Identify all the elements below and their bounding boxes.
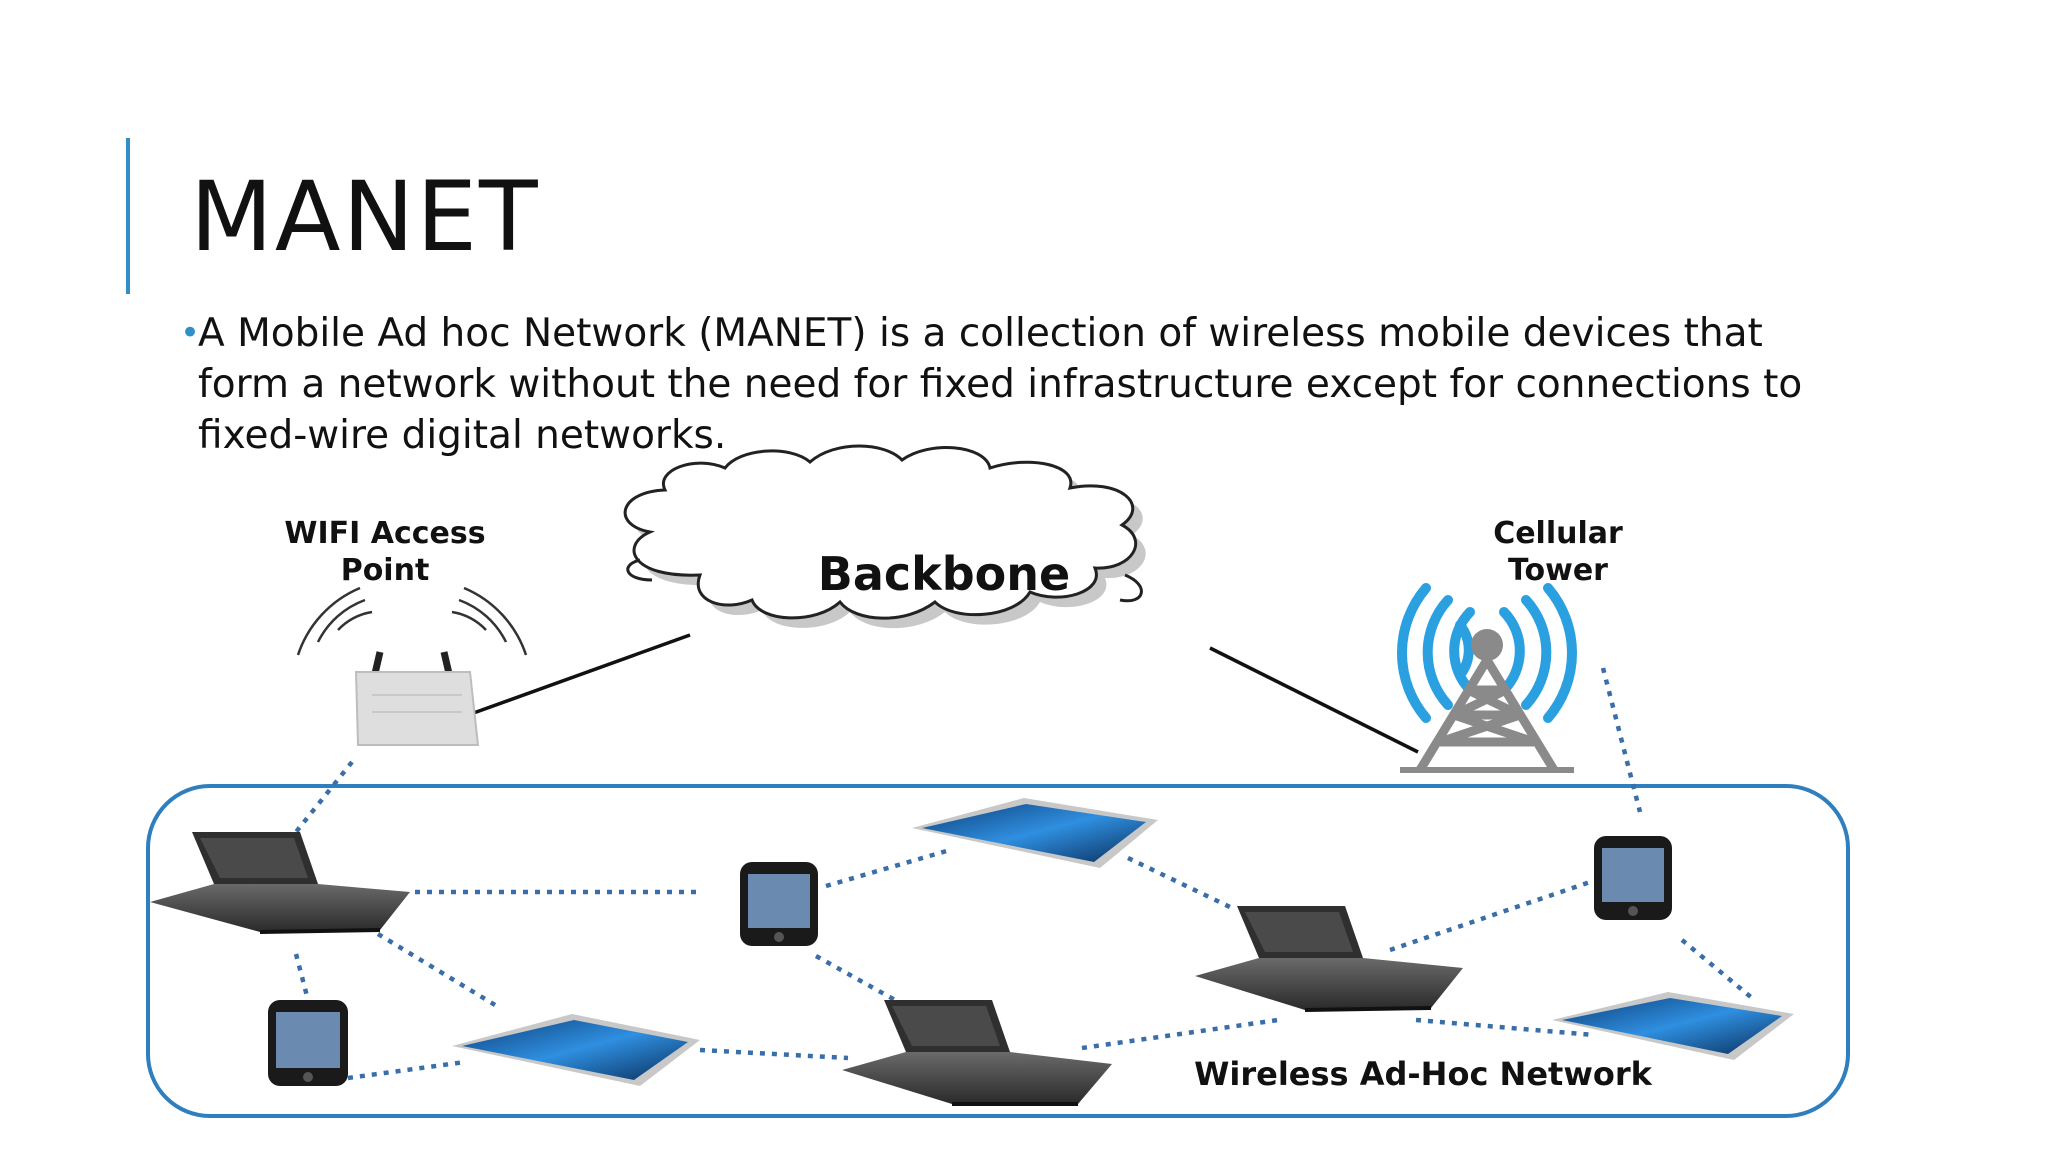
- laptop-icon-2: [842, 1000, 1112, 1106]
- network-label: Wireless Ad-Hoc Network: [1194, 1055, 1653, 1093]
- cellular-label-line2: Tower: [1508, 553, 1608, 588]
- wifi-label-line1: WIFI Access: [284, 516, 485, 551]
- tablet-icon-3: [1552, 992, 1794, 1060]
- wifi-access-point-icon: [296, 586, 528, 746]
- cellular-tower-icon: [1397, 583, 1577, 773]
- tablet-icon-1: [912, 798, 1158, 868]
- cellular-label-line1: Cellular: [1493, 516, 1623, 551]
- smartphone-icon-2: [740, 862, 818, 946]
- wifi-label-line2: Point: [341, 553, 430, 588]
- laptop-icon-3: [1195, 906, 1463, 1012]
- bullet-text: • A Mobile Ad hoc Network (MANET) is a c…: [180, 308, 1838, 461]
- bullet-content: A Mobile Ad hoc Network (MANET) is a col…: [198, 311, 1803, 458]
- slide-title: MANET: [190, 161, 540, 273]
- laptop-icon-1: [150, 832, 410, 934]
- title-accent-bar: [126, 138, 130, 294]
- wireless-links: [293, 667, 1754, 1081]
- cellular-backbone-link: [1209, 646, 1419, 754]
- tablet-icon-2: [452, 1014, 700, 1086]
- smartphone-icon-3: [1594, 836, 1672, 920]
- bullet-dot-icon: •: [180, 313, 201, 353]
- backbone-label: Backbone: [818, 547, 1070, 601]
- wifi-backbone-link: [467, 633, 691, 717]
- network-boundary: [146, 784, 1850, 1118]
- backbone-cloud: [623, 444, 1146, 629]
- smartphone-icon-1: [268, 1000, 348, 1086]
